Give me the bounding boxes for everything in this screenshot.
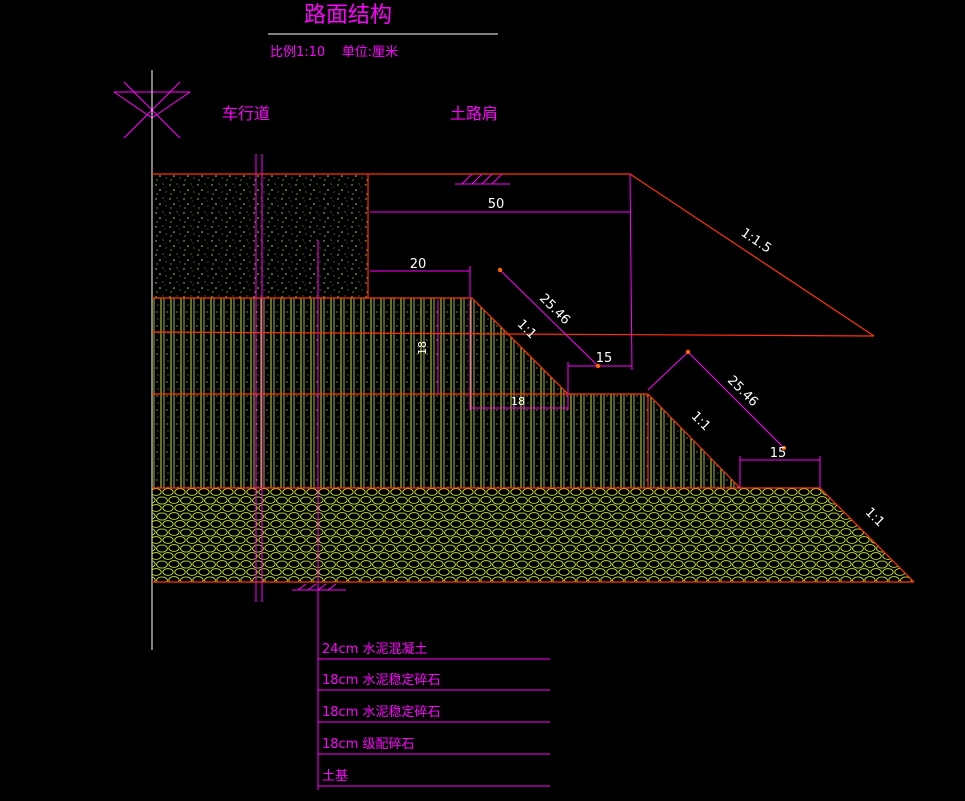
slope-1-1-middle: 1:1 <box>688 409 713 434</box>
dim-15-upper: 15 <box>596 351 613 366</box>
drawing-title: 路面结构 <box>304 3 392 28</box>
dim-2546-lower: 25.46 <box>724 373 761 410</box>
layer-stabilized-gravel-lower <box>152 394 740 488</box>
legend-lines <box>318 658 550 787</box>
legend-item: 18cm 级配碎石 <box>322 737 415 752</box>
label-carriageway: 车行道 <box>222 104 270 123</box>
axis-lines <box>255 154 319 790</box>
ground-symbol-icon <box>292 173 510 591</box>
dim-20: 20 <box>410 257 427 272</box>
dim-50: 50 <box>488 197 505 212</box>
dim-15-lower: 15 <box>770 446 787 461</box>
legend-item: 土基 <box>322 769 348 784</box>
slope-1-1-5: 1:1.5 <box>738 226 774 257</box>
dim-18-horizontal: 18 <box>511 395 525 408</box>
drawing-subtitle: 比例1:10 单位:厘米 <box>270 45 398 60</box>
legend-item: 18cm 水泥稳定碎石 <box>322 672 441 688</box>
slope-1-1-lower: 1:1 <box>862 505 887 530</box>
dimension-ticks <box>497 267 787 451</box>
slope-1-1-upper: 1:1 <box>514 317 539 342</box>
layer-cement-concrete <box>152 174 368 298</box>
legend-item: 24cm 水泥混凝土 <box>322 641 428 657</box>
structure-outline <box>151 173 915 583</box>
dim-18-vertical: 18 <box>416 341 429 355</box>
dim-2546-upper: 25.46 <box>536 291 573 328</box>
label-shoulder: 土路肩 <box>450 104 498 123</box>
dimension-lines <box>370 173 821 488</box>
layer-stabilized-gravel-upper <box>152 298 568 394</box>
layer-graded-gravel <box>152 488 914 582</box>
legend-item: 18cm 水泥稳定碎石 <box>322 704 441 720</box>
